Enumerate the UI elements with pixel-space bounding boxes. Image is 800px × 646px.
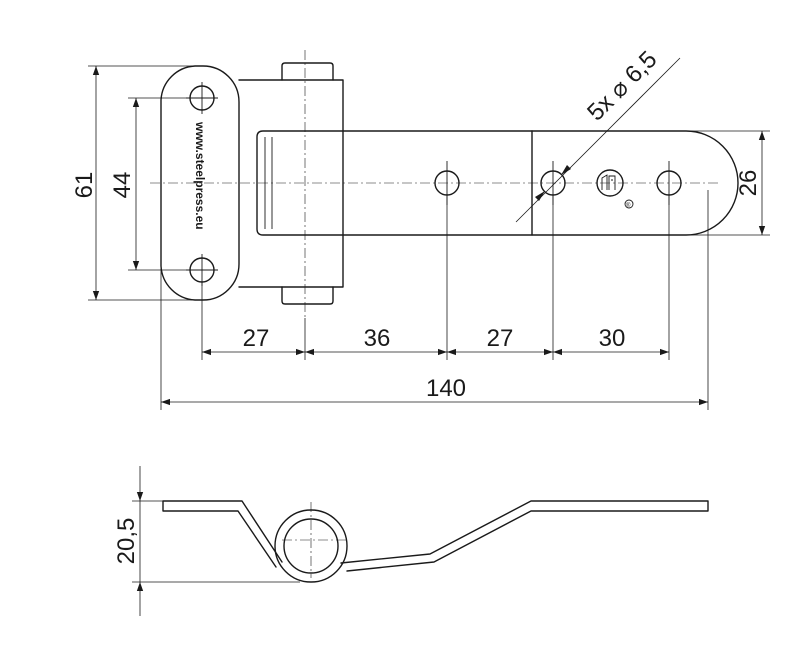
brand-logo-icon: ®: [596, 169, 634, 209]
dim-36-label: 36: [364, 325, 391, 352]
plate-marking: www.steelpress.eu: [193, 121, 207, 230]
side-strap: [340, 500, 709, 572]
dim-20-5-label: 20,5: [113, 518, 140, 565]
dim-61-label: 61: [71, 172, 98, 199]
pin-bottom: [281, 286, 334, 305]
dimension-strap-width: 26: [690, 130, 770, 236]
hole-callout: 5x ⌀ 6,5: [515, 46, 681, 223]
dim-44-label: 44: [109, 172, 136, 199]
dim-26-label: 26: [735, 170, 762, 197]
dim-140-label: 140: [426, 375, 466, 402]
logo-registered-mark: ®: [626, 202, 631, 209]
side-leaf: [162, 500, 283, 568]
knuckle-body: [238, 79, 344, 288]
dim-27a-label: 27: [243, 325, 270, 352]
hole-callout-label: 5x ⌀ 6,5: [582, 46, 662, 126]
side-barrel-outer: [274, 509, 348, 583]
dim-27b-label: 27: [487, 325, 514, 352]
dimension-overall-height: 61: [71, 65, 195, 301]
dimension-hole-spacing: 44: [109, 97, 190, 271]
strap-arm: [342, 130, 739, 236]
side-barrel-inner: [283, 518, 339, 574]
side-view: 20,5: [113, 466, 709, 616]
dimension-side-height: 20,5: [113, 466, 300, 616]
dimension-chain: 27 36 27 30: [201, 195, 670, 360]
top-view: www.steelpress.eu ®: [71, 46, 770, 410]
pin-top: [281, 62, 334, 81]
leaf-plate-outline: [160, 65, 240, 301]
dim-30-label: 30: [599, 325, 626, 352]
dimension-overall-length: 140: [160, 190, 709, 410]
strap-step: [256, 130, 344, 236]
